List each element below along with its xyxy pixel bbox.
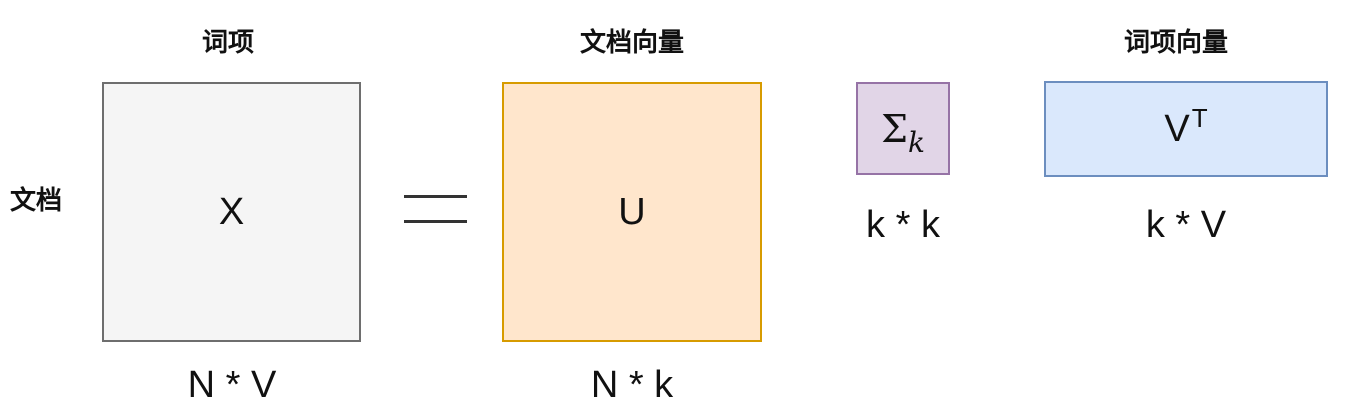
equals-sign-top-bar bbox=[404, 195, 467, 198]
sigma-subscript: k bbox=[907, 125, 925, 159]
matrix-sigma-dimensions: k * k bbox=[866, 204, 940, 246]
sigma-symbol: Σ bbox=[881, 106, 908, 151]
matrix-sigma-label: Σ k bbox=[881, 106, 925, 159]
vt-base: V bbox=[1164, 107, 1190, 150]
documents-row-label: 文档 bbox=[10, 186, 63, 216]
document-vectors-label: 文档向量 bbox=[580, 28, 685, 58]
matrix-vt-box: V T bbox=[1044, 81, 1328, 177]
terms-column-label: 词项 bbox=[202, 28, 255, 58]
matrix-x-box: X bbox=[102, 82, 361, 342]
matrix-vt-label: V T bbox=[1164, 103, 1207, 151]
matrix-sigma-box: Σ k bbox=[856, 82, 950, 175]
vt-superscript: T bbox=[1191, 102, 1208, 133]
matrix-vt-dimensions: k * V bbox=[1145, 204, 1227, 246]
matrix-u-label: U bbox=[618, 190, 646, 233]
matrix-x-label: X bbox=[218, 190, 245, 233]
term-vectors-label: 词项向量 bbox=[1124, 28, 1229, 58]
matrix-x-dimensions: N * V bbox=[187, 364, 277, 406]
matrix-u-box: U bbox=[502, 82, 762, 342]
equals-sign-bottom-bar bbox=[404, 220, 467, 223]
matrix-u-dimensions: N * k bbox=[590, 364, 674, 406]
